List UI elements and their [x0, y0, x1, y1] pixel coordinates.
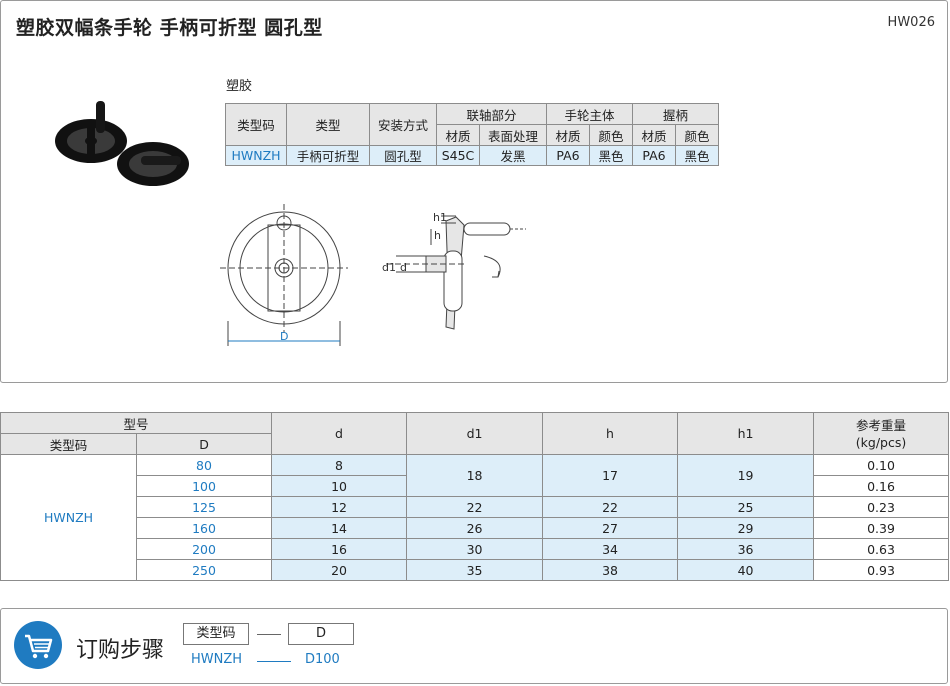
header-d: d: [271, 412, 408, 455]
cell-weight: 0.93: [813, 559, 950, 581]
cell-D: 125: [135, 496, 273, 518]
header-d1: d1: [406, 412, 544, 455]
technical-drawing: D h1 h d1 d: [220, 204, 526, 346]
cell-d1: 18: [406, 454, 544, 497]
cell-h: 38: [542, 559, 679, 581]
cell-D: 250: [135, 559, 273, 581]
table-row: HWNZH 80 8 18 17 19 0.10: [0, 454, 950, 581]
cell-D: 160: [135, 517, 273, 539]
product-photo: [55, 101, 189, 186]
spec-header-grip: 握柄: [632, 103, 719, 125]
header-h: h: [542, 412, 679, 455]
type-code-cell: HWNZH: [0, 454, 137, 581]
spec-shaft-material: S45C: [436, 145, 480, 166]
spec-header-type-code: 类型码: [225, 103, 287, 146]
cell-h: 27: [542, 517, 679, 539]
order-value-type-code: HWNZH: [191, 652, 243, 667]
cell-weight: 0.39: [813, 517, 950, 539]
cell-h1: 25: [677, 496, 815, 518]
header-type-code: 类型码: [0, 433, 137, 455]
cell-h1: 29: [677, 517, 815, 539]
cell-D: 80: [135, 454, 273, 476]
spec-grip-material: PA6: [632, 145, 676, 166]
product-panel: 塑胶双幅条手轮 手柄可折型 圆孔型 HW026 塑胶 类型码 类型 安装方式 联…: [0, 0, 948, 383]
spec-type: 手柄可折型: [286, 145, 370, 166]
cell-d1: 26: [406, 517, 544, 539]
spec-header-material: 材质: [436, 124, 480, 146]
cell-weight: 0.16: [813, 475, 950, 497]
cell-weight: 0.10: [813, 454, 950, 476]
spec-mount: 圆孔型: [369, 145, 437, 166]
spec-header-material: 材质: [632, 124, 676, 146]
order-box-D: D: [288, 623, 354, 645]
cell-h1: 36: [677, 538, 815, 560]
order-value-dash: [257, 661, 291, 662]
cell-D: 200: [135, 538, 273, 560]
order-steps-panel: 订购步骤 类型码 D HWNZH D100: [0, 608, 948, 684]
table-row: 250 20 35 38 40 0.93: [1, 559, 950, 581]
table-row: 100 10 0.16: [1, 475, 950, 497]
shopping-cart-icon: [14, 621, 62, 669]
material-label: 塑胶: [226, 79, 253, 94]
spec-grip-color: 黑色: [675, 145, 719, 166]
spec-header-mount: 安装方式: [369, 103, 437, 146]
spec-shaft-surface: 发黑: [479, 145, 547, 166]
order-dash: [257, 634, 281, 635]
table-row: 125 12 22 22 25 0.23: [1, 496, 950, 518]
cell-d1: 35: [406, 559, 544, 581]
cell-d: 16: [271, 538, 408, 560]
header-weight: 参考重量 (kg/pcs): [813, 412, 950, 455]
spec-header-surface: 表面处理: [479, 124, 547, 146]
cell-h1: 19: [677, 454, 815, 497]
cell-d: 8: [271, 454, 408, 476]
spec-header-wheel: 手轮主体: [546, 103, 633, 125]
cell-d: 10: [271, 475, 408, 497]
cell-h: 17: [542, 454, 679, 497]
table-row: 200 16 30 34 36 0.63: [1, 538, 950, 560]
order-title: 订购步骤: [76, 638, 165, 663]
dim-D: D: [280, 330, 288, 343]
product-code: HW026: [887, 15, 935, 30]
size-table: 型号 d d1 h h1 参考重量 (kg/pcs) 类型码 D HWNZH 8…: [0, 412, 950, 581]
spec-header-type: 类型: [286, 103, 370, 146]
table-row: 160 14 26 27 29 0.39: [1, 517, 950, 539]
spec-header-shaft: 联轴部分: [436, 103, 547, 125]
cell-h: 22: [542, 496, 679, 518]
cell-weight: 0.63: [813, 538, 950, 560]
spec-header-color: 颜色: [589, 124, 633, 146]
order-value-D: D100: [305, 652, 340, 667]
dim-d1: d1: [382, 261, 396, 274]
dim-d: d: [400, 261, 407, 274]
spec-wheel-material: PA6: [546, 145, 590, 166]
cell-h: 34: [542, 538, 679, 560]
cell-weight: 0.23: [813, 496, 950, 518]
dim-h1: h1: [433, 211, 447, 224]
cell-d: 14: [271, 517, 408, 539]
header-model: 型号: [0, 412, 273, 434]
spec-header-material: 材质: [546, 124, 590, 146]
spec-table: 类型码 类型 安装方式 联轴部分 手轮主体 握柄 材质 表面处理 材质 颜色 材…: [225, 103, 719, 166]
order-box-type-code: 类型码: [183, 623, 249, 645]
page-title: 塑胶双幅条手轮 手柄可折型 圆孔型: [16, 17, 323, 39]
cell-d1: 30: [406, 538, 544, 560]
dim-h: h: [434, 229, 441, 242]
cell-D: 100: [135, 475, 273, 497]
spec-wheel-color: 黑色: [589, 145, 633, 166]
cell-d: 20: [271, 559, 408, 581]
header-D: D: [135, 433, 273, 455]
cell-h1: 40: [677, 559, 815, 581]
header-h1: h1: [677, 412, 815, 455]
spec-header-color: 颜色: [675, 124, 719, 146]
cell-d: 12: [271, 496, 408, 518]
spec-type-code: HWNZH: [225, 145, 287, 166]
cell-d1: 22: [406, 496, 544, 518]
